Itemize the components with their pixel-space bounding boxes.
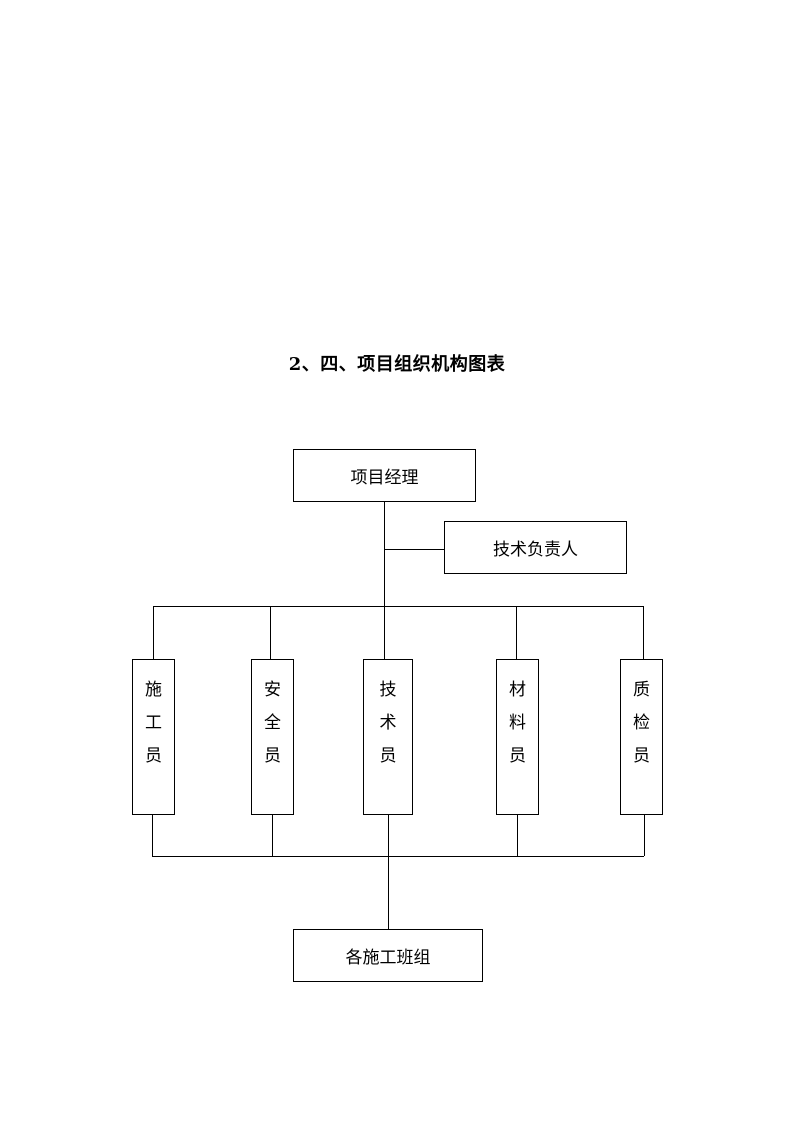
connector-drop-construction [153,606,154,659]
node-safety-staff-char-1: 安 [264,680,281,700]
connector-rise-materials [517,815,518,856]
node-construction-teams-label: 各施工班组 [345,948,431,968]
node-quality-staff-char-2: 检 [633,713,650,733]
connector-rise-construction [152,815,153,856]
node-technical-lead-label: 技术负责人 [493,540,578,560]
connector-manager-down [384,502,385,617]
node-technical-lead: 技术负责人 [444,521,627,574]
connector-rise-safety [272,815,273,856]
connector-drop-technical [384,606,385,659]
node-construction-staff: 施 工 员 [132,659,175,815]
node-technical-staff: 技 术 员 [363,659,413,815]
connector-drop-materials [516,606,517,659]
node-materials-staff-char-1: 材 [509,680,526,700]
connector-rise-quality [644,815,645,856]
node-project-manager: 项目经理 [293,449,476,502]
node-quality-staff-char-1: 质 [633,680,650,700]
node-technical-staff-char-2: 术 [379,713,397,733]
connector-drop-quality [643,606,644,659]
node-construction-staff-char-1: 施 [145,680,162,700]
node-construction-staff-char-2: 工 [145,713,162,733]
node-safety-staff: 安 全 员 [251,659,294,815]
connector-top-bus [153,606,643,607]
connector-drop-safety [270,606,271,659]
node-materials-staff-char-3: 员 [509,746,526,766]
node-quality-staff-char-3: 员 [633,746,650,766]
node-project-manager-label: 项目经理 [350,468,419,488]
connector-to-technical-lead [384,549,444,550]
node-materials-staff-char-2: 料 [509,713,526,733]
connector-bottom-bus [152,856,644,857]
connector-rise-technical [388,815,389,930]
node-construction-staff-char-3: 员 [145,746,162,766]
node-technical-staff-char-3: 员 [379,746,397,766]
node-safety-staff-char-3: 员 [264,746,281,766]
node-construction-teams: 各施工班组 [293,929,483,982]
page-title: 2、四、项目组织机构图表 [288,354,506,375]
node-quality-staff: 质 检 员 [620,659,663,815]
node-materials-staff: 材 料 员 [496,659,539,815]
node-technical-staff-char-1: 技 [379,680,397,700]
node-safety-staff-char-2: 全 [264,713,281,733]
